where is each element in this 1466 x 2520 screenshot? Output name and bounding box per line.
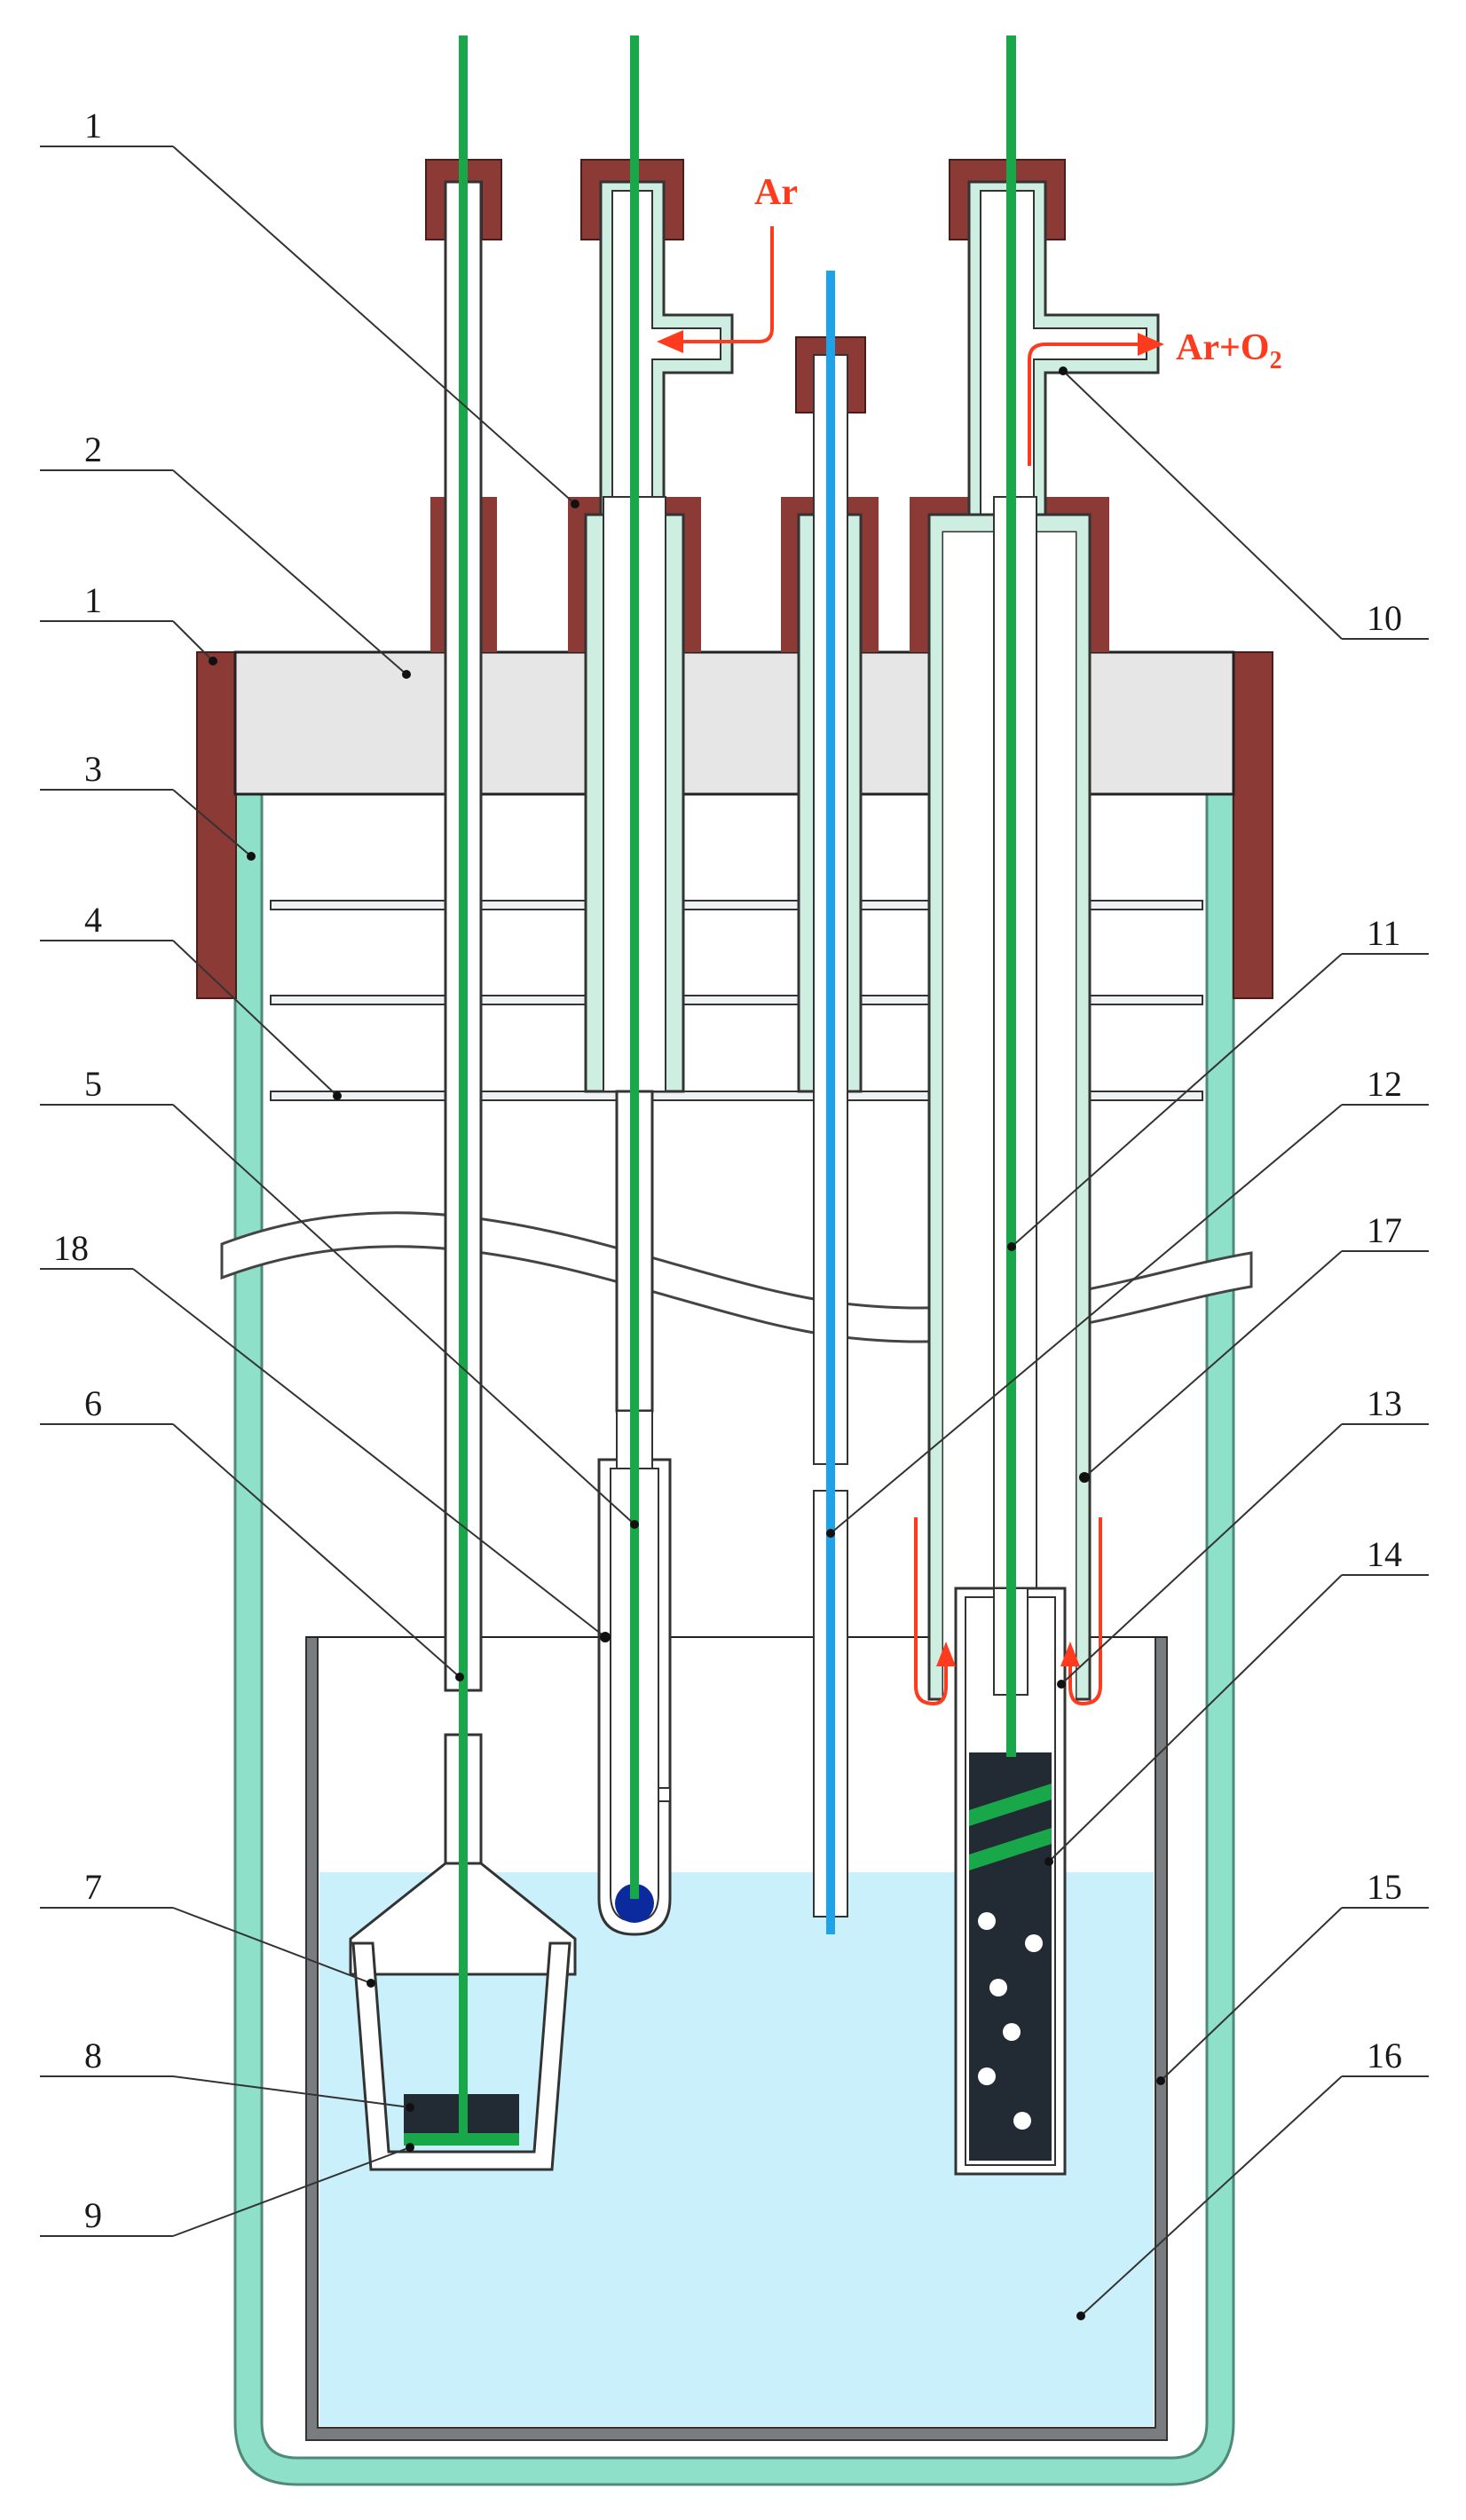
working-electrode-assembly: [349, 35, 577, 2171]
callout-11: 11: [1367, 913, 1401, 953]
thermocouple-assembly: [781, 271, 879, 1934]
callout-15: 15: [1367, 1867, 1402, 1907]
callout-12: 12: [1367, 1064, 1402, 1104]
callout-labels: 1 2 1 3 4 5 18 6 7 8 9 10 11 12 17 13 14…: [53, 106, 1402, 2235]
callout-4: 4: [84, 900, 102, 940]
anode-assembly: [910, 35, 1160, 2176]
callout-18: 18: [53, 1228, 89, 1268]
callout-17: 17: [1367, 1210, 1402, 1250]
callout-10: 10: [1367, 598, 1402, 638]
callout-3: 3: [84, 749, 102, 789]
callout-6: 6: [84, 1383, 102, 1423]
ar-inlet-label: Ar: [754, 172, 798, 213]
callout-7: 7: [84, 1867, 102, 1907]
outer-clamp-left: [196, 651, 237, 999]
callout-leaders: [40, 146, 1429, 2320]
callout-2: 2: [84, 429, 102, 469]
callout-14: 14: [1367, 1534, 1402, 1574]
reference-electrode-assembly: [568, 35, 734, 1936]
callout-1: 1: [84, 580, 102, 620]
gas-flow-arrows: [657, 226, 1164, 1706]
callout-5: 5: [84, 1064, 102, 1104]
ar-o2-label-sub: 2: [1270, 347, 1282, 374]
break-marks: [220, 1211, 1253, 1343]
callout-16: 16: [1367, 2036, 1402, 2075]
callout-9: 9: [84, 2195, 102, 2235]
callout-1-top: 1: [84, 106, 102, 146]
callout-13: 13: [1367, 1383, 1402, 1423]
ar-o2-outlet-label: Ar+O2: [1176, 327, 1282, 374]
radiation-shields: [270, 900, 1203, 1101]
outer-vessel: [233, 690, 1235, 2486]
ar-o2-label-main: Ar+O: [1176, 327, 1270, 368]
callout-8: 8: [84, 2036, 102, 2075]
outer-clamp-right: [1233, 651, 1273, 999]
